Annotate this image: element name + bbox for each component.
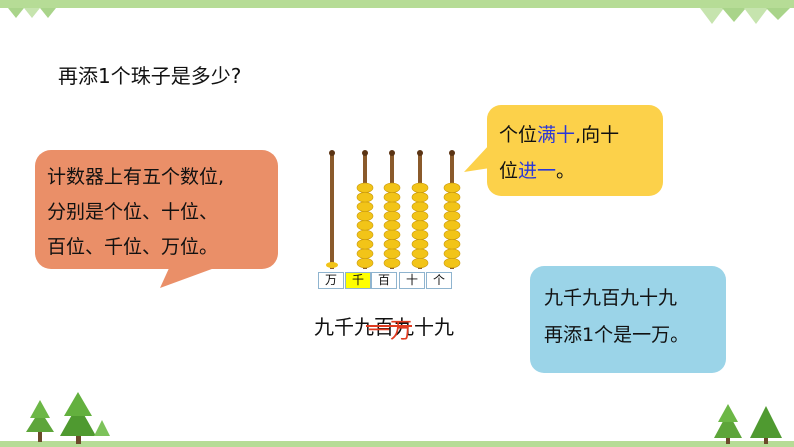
bubble-text-line: 百位、千位、万位。 <box>47 236 219 258</box>
abacus-bead <box>411 239 429 250</box>
rod-cap <box>329 150 335 156</box>
abacus-bead <box>411 201 429 212</box>
bubble-text: ,向十 <box>575 124 620 146</box>
abacus-bead <box>443 192 461 203</box>
abacus-bead <box>383 239 401 250</box>
abacus-bead <box>356 201 374 212</box>
abacus-bead <box>411 210 429 222</box>
abacus-bead <box>356 220 374 231</box>
abacus-bead <box>443 239 461 250</box>
abacus-bead <box>383 248 401 259</box>
abacus-bead <box>443 229 461 240</box>
top-decorative-band <box>0 0 794 8</box>
question-text: 再添1个珠子是多少? <box>58 64 242 88</box>
top-bubble-tail <box>464 144 490 172</box>
abacus-bead <box>356 182 374 193</box>
leaf-decoration-icon <box>700 8 790 24</box>
abacus-bead <box>443 257 461 269</box>
abacus-bead <box>383 229 401 240</box>
abacus-bead <box>411 248 429 259</box>
abacus-bead <box>356 257 374 269</box>
bubble-text-line: 再添1个是一万。 <box>544 324 690 346</box>
abacus-bead <box>411 182 429 193</box>
leaf-decoration-icon <box>8 8 56 18</box>
bubble-text-line: 九千九百九十九 <box>544 287 678 309</box>
place-value-cell: 万 <box>318 272 344 289</box>
abacus-bead <box>356 229 374 240</box>
bubble-text: 位 <box>499 160 519 182</box>
abacus-bead <box>356 248 374 259</box>
left-bubble-tail <box>160 266 220 288</box>
bubble-text: 。 <box>556 160 576 182</box>
correction-text: 一万 <box>368 319 413 344</box>
rod-cap <box>449 150 455 156</box>
bubble-text-line: 计数器上有五个数位, <box>47 166 225 188</box>
abacus-bead <box>411 192 429 203</box>
abacus-bead <box>356 192 374 203</box>
abacus-bead <box>383 182 401 193</box>
top-speech-bubble: 个位满十,向十 位进一。 <box>487 105 663 196</box>
tree-icon <box>714 404 782 444</box>
right-answer-bubble: 九千九百九十九 再添1个是一万。 <box>530 266 726 373</box>
abacus-bead <box>411 257 429 269</box>
abacus-bead <box>443 248 461 259</box>
place-value-cell: 个 <box>426 272 452 289</box>
abacus-bead-base <box>326 262 338 268</box>
abacus <box>326 150 461 269</box>
abacus-bead <box>356 210 374 222</box>
abacus-bead <box>411 220 429 231</box>
abacus-bead <box>411 229 429 240</box>
place-value-cell: 百 <box>371 272 397 289</box>
abacus-bead <box>356 239 374 250</box>
abacus-bead <box>383 201 401 212</box>
rod-cap <box>417 150 423 156</box>
rod-cap <box>362 150 368 156</box>
emphasis-text: 满十 <box>537 124 576 146</box>
abacus-bead <box>383 220 401 231</box>
bottom-decorative-band <box>0 441 794 447</box>
left-speech-bubble: 计数器上有五个数位, 分别是个位、十位、 百位、千位、万位。 <box>35 150 278 269</box>
place-value-cell: 十 <box>399 272 425 289</box>
abacus-bead <box>383 210 401 222</box>
abacus-bead <box>383 192 401 203</box>
abacus-bead <box>443 201 461 212</box>
abacus-bead <box>443 220 461 231</box>
abacus-bead <box>443 210 461 222</box>
abacus-rod <box>330 153 334 269</box>
emphasis-text: 进一 <box>518 160 557 182</box>
rod-cap <box>389 150 395 156</box>
strike-line <box>366 325 412 327</box>
bubble-text-line: 分别是个位、十位、 <box>47 201 219 223</box>
abacus-bead <box>383 257 401 269</box>
abacus-bead <box>443 182 461 193</box>
bubble-text: 个位 <box>499 124 538 146</box>
place-value-cell: 千 <box>345 272 371 289</box>
tree-icon <box>26 392 110 444</box>
